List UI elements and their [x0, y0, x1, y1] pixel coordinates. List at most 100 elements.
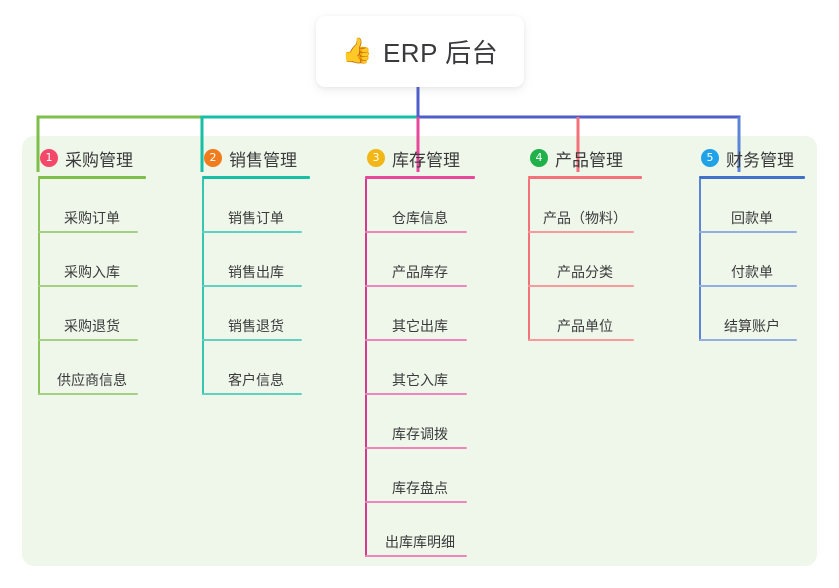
list-item[interactable]: 销售退货	[202, 287, 310, 341]
list-item-label: 其它出库	[392, 318, 448, 334]
list-item[interactable]: 其它出库	[365, 287, 475, 341]
column-rule	[202, 176, 310, 179]
list-item[interactable]: 产品单位	[528, 287, 642, 341]
list-item-rule	[365, 231, 467, 233]
column-items: 产品（物料） 产品分类产品单位	[528, 179, 642, 341]
list-item-rule	[38, 285, 138, 287]
column-header-3[interactable]: 3 库存管理	[365, 146, 475, 170]
column-header-5[interactable]: 5 财务管理	[699, 146, 805, 170]
list-item-rule	[365, 447, 467, 449]
column-1: 1 采购管理采购订单采购入库采购退货供应商信息	[38, 146, 146, 395]
column-items: 回款单付款单结算账户	[699, 179, 805, 341]
list-item[interactable]: 仓库信息	[365, 179, 475, 233]
column-5: 5 财务管理回款单付款单结算账户	[699, 146, 805, 341]
column-rule	[365, 176, 475, 179]
thumbs-up-icon: 👍	[341, 37, 373, 65]
column-header-4[interactable]: 4 产品管理	[528, 146, 642, 170]
list-item[interactable]: 其它入库	[365, 341, 475, 395]
column-spine	[365, 179, 367, 557]
list-item-label: 产品（物料）	[543, 210, 627, 226]
list-item-label: 产品分类	[557, 264, 613, 280]
list-item-label: 销售出库	[228, 264, 284, 280]
list-item-rule	[528, 339, 634, 341]
list-item-rule	[365, 285, 467, 287]
column-rule	[699, 176, 805, 179]
list-item[interactable]: 采购订单	[38, 179, 146, 233]
column-badge-icon: 4	[530, 149, 548, 167]
column-items: 销售订单销售出库销售退货客户信息	[202, 179, 310, 395]
column-rule	[38, 176, 146, 179]
list-item-label: 付款单	[731, 264, 773, 280]
list-item[interactable]: 供应商信息	[38, 341, 146, 395]
diagram-panel	[22, 136, 817, 566]
list-item-label: 供应商信息	[57, 372, 127, 388]
list-item-rule	[202, 393, 302, 395]
column-spine	[528, 179, 530, 341]
list-item-rule	[365, 501, 467, 503]
column-items: 采购订单采购入库采购退货供应商信息	[38, 179, 146, 395]
column-header-2[interactable]: 2 销售管理	[202, 146, 310, 170]
list-item-rule	[38, 393, 138, 395]
list-item[interactable]: 产品库存	[365, 233, 475, 287]
column-title: 财务管理	[726, 150, 794, 170]
list-item[interactable]: 付款单	[699, 233, 805, 287]
list-item[interactable]: 采购退货	[38, 287, 146, 341]
list-item-label: 结算账户	[724, 318, 780, 334]
list-item[interactable]: 销售订单	[202, 179, 310, 233]
list-item-rule	[202, 339, 302, 341]
list-item-rule	[202, 231, 302, 233]
list-item[interactable]: 出库库明细	[365, 503, 475, 557]
list-item-rule	[38, 231, 138, 233]
list-item-rule	[202, 285, 302, 287]
list-item-label: 回款单	[731, 210, 773, 226]
list-item-rule	[528, 231, 634, 233]
list-item-label: 采购入库	[64, 264, 120, 280]
list-item[interactable]: 客户信息	[202, 341, 310, 395]
column-badge-icon: 2	[204, 149, 222, 167]
list-item[interactable]: 产品分类	[528, 233, 642, 287]
list-item-label: 销售订单	[228, 210, 284, 226]
list-item-label: 其它入库	[392, 372, 448, 388]
column-4: 4 产品管理产品（物料） 产品分类产品单位	[528, 146, 642, 341]
column-title: 采购管理	[65, 150, 133, 170]
list-item[interactable]: 采购入库	[38, 233, 146, 287]
column-rule	[528, 176, 642, 179]
list-item[interactable]: 销售出库	[202, 233, 310, 287]
list-item-label: 产品单位	[557, 318, 613, 334]
root-node-card[interactable]: 👍 ERP 后台	[316, 16, 524, 87]
list-item[interactable]: 库存调拨	[365, 395, 475, 449]
column-title: 销售管理	[229, 150, 297, 170]
list-item[interactable]: 结算账户	[699, 287, 805, 341]
list-item-rule	[365, 339, 467, 341]
list-item-label: 库存调拨	[392, 426, 448, 442]
list-item-label: 客户信息	[228, 372, 284, 388]
list-item-label: 库存盘点	[392, 480, 448, 496]
column-spine	[699, 179, 701, 341]
column-header-1[interactable]: 1 采购管理	[38, 146, 146, 170]
list-item[interactable]: 回款单	[699, 179, 805, 233]
list-item-rule	[699, 231, 797, 233]
column-spine	[38, 179, 40, 395]
list-item-rule	[528, 285, 634, 287]
column-badge-icon: 1	[40, 149, 58, 167]
column-3: 3 库存管理仓库信息产品库存其它出库其它入库库存调拨库存盘点出库库明细	[365, 146, 475, 557]
column-title: 库存管理	[392, 150, 460, 170]
column-title: 产品管理	[555, 150, 623, 170]
column-badge-icon: 5	[701, 149, 719, 167]
list-item-label: 仓库信息	[392, 210, 448, 226]
list-item-label: 产品库存	[392, 264, 448, 280]
list-item[interactable]: 产品（物料）	[528, 179, 642, 233]
list-item-label: 采购退货	[64, 318, 120, 334]
column-spine	[202, 179, 204, 395]
list-item-rule	[365, 555, 467, 557]
list-item-label: 出库库明细	[385, 534, 455, 550]
list-item[interactable]: 库存盘点	[365, 449, 475, 503]
list-item-rule	[699, 339, 797, 341]
root-node-title: ERP 后台	[382, 38, 499, 68]
list-item-label: 销售退货	[228, 318, 284, 334]
list-item-rule	[699, 285, 797, 287]
column-items: 仓库信息产品库存其它出库其它入库库存调拨库存盘点出库库明细	[365, 179, 475, 557]
column-badge-icon: 3	[367, 149, 385, 167]
column-2: 2 销售管理销售订单销售出库销售退货客户信息	[202, 146, 310, 395]
